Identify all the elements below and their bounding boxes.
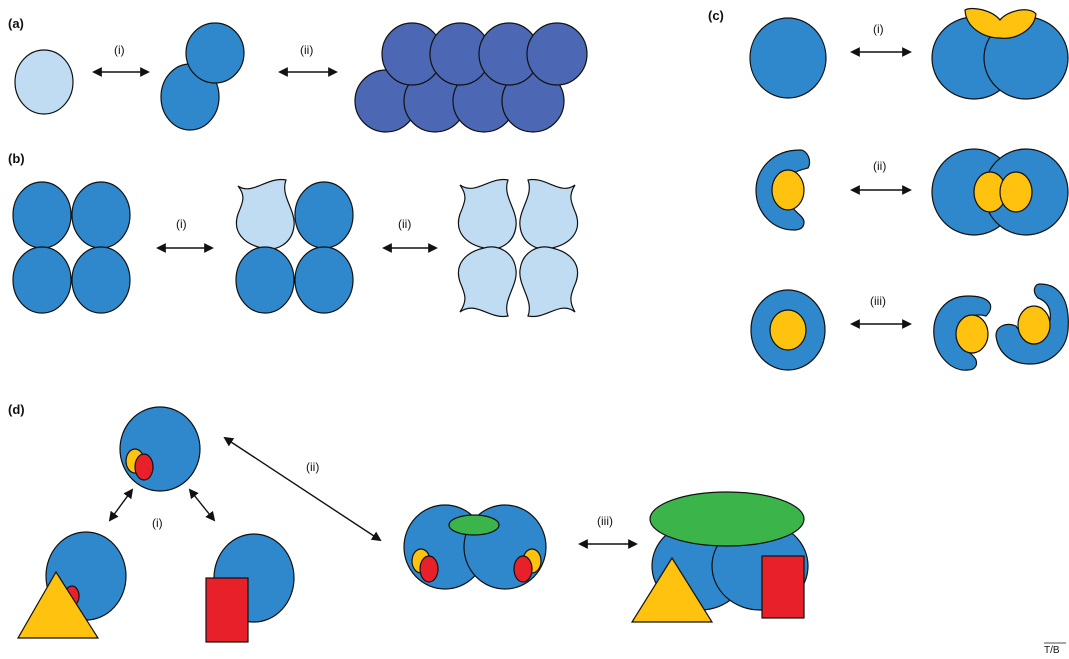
arrow-d-i-right [188,488,216,522]
step-d-i: (i) [152,516,163,530]
panel-a-label: (a) [8,16,24,31]
panel-c-label: (c) [708,8,724,23]
monomer-inactive [14,49,74,115]
c-iii-domain-swapped-dimer [933,283,1069,371]
dimer-active [160,22,245,131]
panel-b: (b) (i) (ii) [8,151,579,318]
step-c-iii: (iii) [870,294,886,308]
panel-d: (d) (ii) (i) (ii [8,402,809,643]
step-a-i: (i) [114,43,125,57]
tetramer-partial [235,178,354,314]
step-b-ii: (ii) [398,217,411,231]
d-complex-with-partners [630,491,809,623]
step-a-ii: (ii) [300,43,313,57]
panel-a: (a) (i) (ii) [8,16,588,133]
d-monomer-with-triangle [16,531,127,639]
tetramer-active [12,181,131,314]
c-ii-monomer-with-ligand [755,149,811,231]
figure-code: T/B [1044,645,1060,656]
step-c-ii: (ii) [873,159,886,173]
arrow-d-i-left [108,488,134,522]
c-iii-monomer-with-ligand [750,289,826,371]
panel-d-label: (d) [8,402,25,417]
step-d-iii: (iii) [597,514,613,528]
tetramer-inactive [457,178,579,318]
step-c-i: (i) [873,22,884,36]
d-dimer-with-ligands [403,504,547,590]
c-i-dimer-with-ligand [931,7,1069,100]
step-d-ii: (ii) [306,460,319,474]
panel-c: (c) (i) (ii) (iii) [708,7,1069,371]
c-ii-dimer-with-ligands [931,148,1069,236]
c-i-monomer [749,17,827,99]
higher-order-oligomer [354,22,588,133]
step-b-i: (i) [176,217,187,231]
d-monomer-with-rectangle [205,533,295,643]
arrow-d-ii [223,436,382,542]
d-monomer-with-ligands [119,406,201,492]
panel-b-label: (b) [8,151,25,166]
